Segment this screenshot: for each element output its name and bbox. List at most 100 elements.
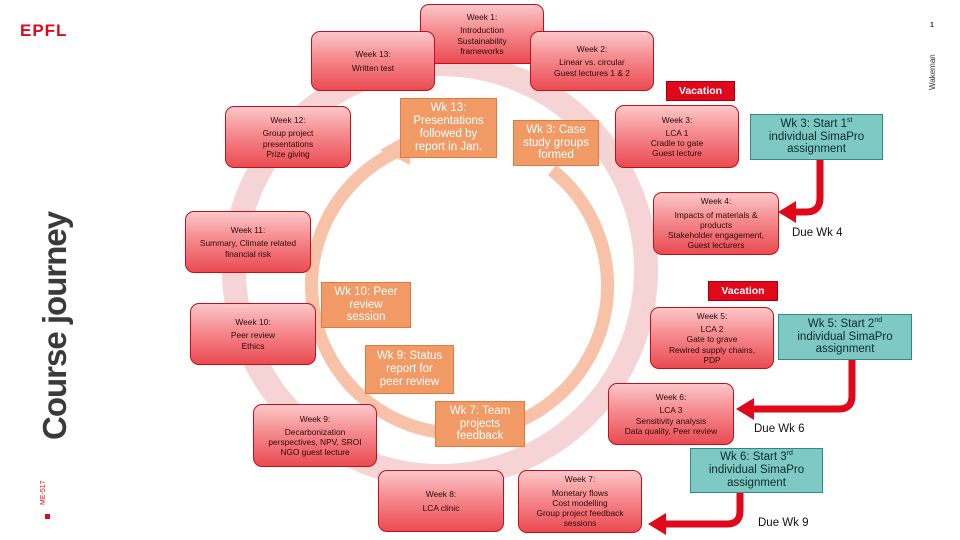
week-1-line: Introduction (460, 25, 504, 36)
milestone-line: Wk 3: Case (526, 123, 586, 136)
week-11-line: financial risk (224, 248, 272, 259)
week-6-line: Sensitivity analysis (635, 415, 707, 426)
assignment-3-box: Wk 6: Start 3rd individual SimaPro assig… (690, 448, 823, 493)
week-1-box: Week 1: Introduction Sustainability fram… (420, 4, 544, 64)
brand-marker-icon (45, 514, 50, 519)
milestone-line: session (346, 311, 386, 324)
week-7-line: Cost modelling (552, 497, 608, 508)
week-5-line: PDP (703, 354, 721, 365)
week-1-title: Week 1: (466, 12, 498, 22)
week-4-line: products (699, 219, 733, 230)
milestone-wk3-box: Wk 3: Case study groups formed (513, 120, 599, 166)
assignment-1-line2: individual SimaPro (768, 130, 865, 143)
week-10-title: Week 10: (235, 317, 271, 328)
milestone-line: report in Jan. (414, 140, 483, 153)
week-12-line: Prize giving (266, 148, 310, 159)
week-5-box: Week 5: LCA 2 Gate to grave Rewired supp… (650, 307, 774, 369)
milestone-wk13-box: Wk 13: Presentations followed by report … (400, 98, 497, 158)
week-7-title: Week 7: (564, 474, 596, 485)
week-13-title: Week 13: (355, 49, 391, 60)
week-6-line: LCA 3 (659, 405, 683, 416)
assignment-3-line3: assignment (727, 476, 786, 489)
week-5-line: Gate to grave (686, 334, 738, 345)
week-2-box: Week 2: Linear vs. circular Guest lectur… (530, 31, 654, 91)
week-12-line: presentations (262, 138, 314, 149)
week-8-box: Week 8: LCA clinic (378, 470, 504, 532)
author-label: Wakeman (928, 54, 937, 90)
week-8-line: LCA clinic (422, 502, 460, 513)
week-5-title: Week 5: (696, 310, 728, 321)
week-4-title: Week 4: (700, 196, 732, 207)
assignment-1-line3: assignment (787, 143, 846, 156)
week-8-title: Week 8: (425, 489, 457, 500)
week-3-line: Cradle to gate (650, 138, 704, 148)
week-3-title: Week 3: (661, 114, 693, 125)
week-2-line: Linear vs. circular (559, 57, 625, 68)
vacation-badge-1: Vacation (666, 81, 735, 101)
week-5-line: Rewired supply chains, (668, 344, 756, 355)
week-5-line: LCA 2 (700, 324, 724, 335)
assignment-2-line2: individual SimaPro (797, 330, 893, 343)
assignment-1-box: Wk 3: Start 1st individual SimaPro assig… (750, 114, 883, 160)
week-4-box: Week 4: Impacts of materials & products … (653, 192, 779, 255)
epfl-logo: EPFL (20, 21, 68, 40)
milestone-line: review (349, 298, 383, 311)
milestone-line: feedback (456, 430, 504, 443)
week-10-line: Peer review (230, 330, 276, 341)
due-arrow-3-icon (664, 493, 744, 528)
week-3-line: LCA 1 (665, 127, 689, 138)
week-12-line: Group project (262, 128, 314, 139)
milestone-line: formed (538, 149, 574, 162)
week-7-line: Monetary flows (551, 487, 609, 498)
due-label-3: Due Wk 9 (758, 517, 809, 529)
assignment-2-line3: assignment (815, 343, 875, 356)
week-6-box: Week 6: LCA 3 Sensitivity analysis Data … (608, 383, 734, 445)
week-7-box: Week 7: Monetary flows Cost modelling Gr… (518, 470, 642, 533)
slide-title: Course journey (36, 211, 73, 440)
assignment-2-ordinal: nd (874, 316, 883, 324)
week-3-box: Week 3: LCA 1 Cradle to gate Guest lectu… (615, 105, 739, 168)
milestone-wk9-box: Wk 9: Status report for peer review (365, 345, 454, 394)
milestone-line: projects (459, 417, 501, 430)
week-2-line: Guest lectures 1 & 2 (554, 67, 630, 78)
week-12-box: Week 12: Group project presentations Pri… (225, 106, 351, 168)
assignment-3-ordinal: rd (786, 450, 793, 458)
milestone-line: followed by (419, 128, 478, 140)
due-label-1: Due Wk 4 (792, 227, 843, 239)
week-9-line: Decarbonization (284, 426, 346, 437)
week-7-line: sessions (563, 518, 597, 529)
milestone-line: report for (386, 363, 433, 375)
milestone-wk7-box: Wk 7: Team projects feedback (435, 401, 525, 447)
assignment-3-line2: individual SimaPro (708, 464, 805, 476)
due-arrow-1-icon (792, 160, 824, 216)
week-13-box: Week 13: Written test (311, 31, 435, 91)
milestone-line: Wk 10: Peer (334, 285, 398, 298)
week-11-box: Week 11: Summary, Climate related financ… (185, 211, 311, 273)
due-arrow-2-icon (752, 360, 856, 413)
due-label-2: Due Wk 6 (754, 423, 805, 435)
week-9-line: perspectives, NPV, SROI (268, 437, 362, 447)
week-1-line: Sustainability frameworks (457, 35, 507, 56)
week-9-box: Week 9: Decarbonization perspectives, NP… (253, 404, 377, 467)
week-2-title: Week 2: (576, 44, 608, 55)
page-number: 1 (930, 22, 934, 29)
week-12-title: Week 12: (270, 115, 306, 125)
week-4-line: Stakeholder engagement, (668, 230, 764, 241)
milestone-line: Wk 7: Team (449, 404, 511, 417)
week-9-title: Week 9: (299, 413, 331, 424)
week-10-line: Ethics (241, 340, 265, 351)
assignment-1-line1: Wk 3: Start 1 (780, 117, 847, 130)
week-10-box: Week 10: Peer review Ethics (190, 303, 316, 365)
due-arrow-3-head-icon (648, 513, 666, 535)
week-4-line: Guest lecturers (687, 240, 745, 251)
milestone-line: study groups (523, 136, 589, 149)
course-code: ME-517 (40, 480, 47, 505)
week-6-line: Data quality, Peer review (624, 425, 718, 436)
vacation-badge-2: Vacation (708, 281, 778, 301)
week-11-title: Week 11: (230, 225, 266, 236)
week-4-line: Impacts of materials & (674, 209, 758, 220)
due-arrow-1-head-icon (778, 201, 796, 223)
milestone-line: Wk 9: Status (376, 350, 443, 363)
week-9-line: NGO guest lecture (280, 447, 350, 458)
week-3-line: Guest lecture (652, 148, 702, 159)
